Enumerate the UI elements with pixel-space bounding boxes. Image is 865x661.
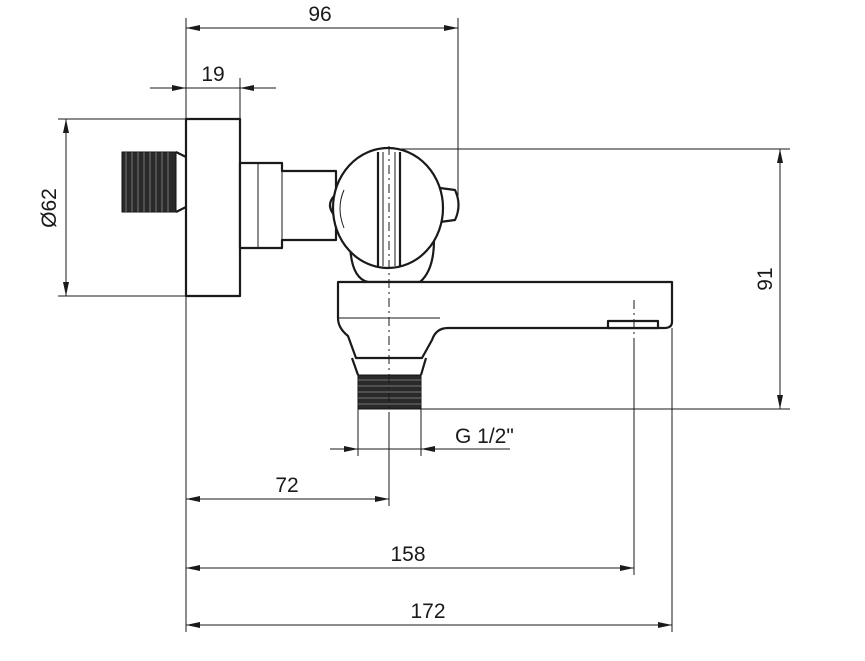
- dim-label-72: 72: [275, 474, 298, 497]
- dimension-diameter-62: Ø62: [38, 119, 69, 296]
- spout: [336, 280, 674, 360]
- dimension-158: 158: [186, 543, 634, 571]
- dim-label-158: 158: [390, 543, 425, 566]
- dimension-91: 91: [754, 149, 783, 409]
- dim-label-19: 19: [201, 63, 224, 86]
- dimension-thread: G 1/2": [330, 425, 514, 452]
- dim-label-62: Ø62: [38, 188, 61, 228]
- dimension-172: 172: [186, 600, 672, 628]
- faucet-body: [121, 117, 674, 420]
- wall-rosette: [184, 117, 242, 298]
- dimension-96: 96: [186, 3, 458, 31]
- dim-label-thread: G 1/2": [455, 425, 514, 448]
- dimension-19: 19: [150, 63, 276, 91]
- side-button: [438, 186, 460, 224]
- dim-label-172: 172: [410, 600, 445, 623]
- extension-lines: [58, 18, 790, 632]
- connection-neck: [238, 161, 338, 250]
- dim-label-96: 96: [308, 3, 331, 26]
- mixer-handle: [331, 146, 445, 270]
- inlet-thread: [121, 151, 187, 213]
- dimension-72: 72: [186, 474, 389, 502]
- dim-label-91: 91: [754, 267, 777, 290]
- aerator: [606, 319, 660, 330]
